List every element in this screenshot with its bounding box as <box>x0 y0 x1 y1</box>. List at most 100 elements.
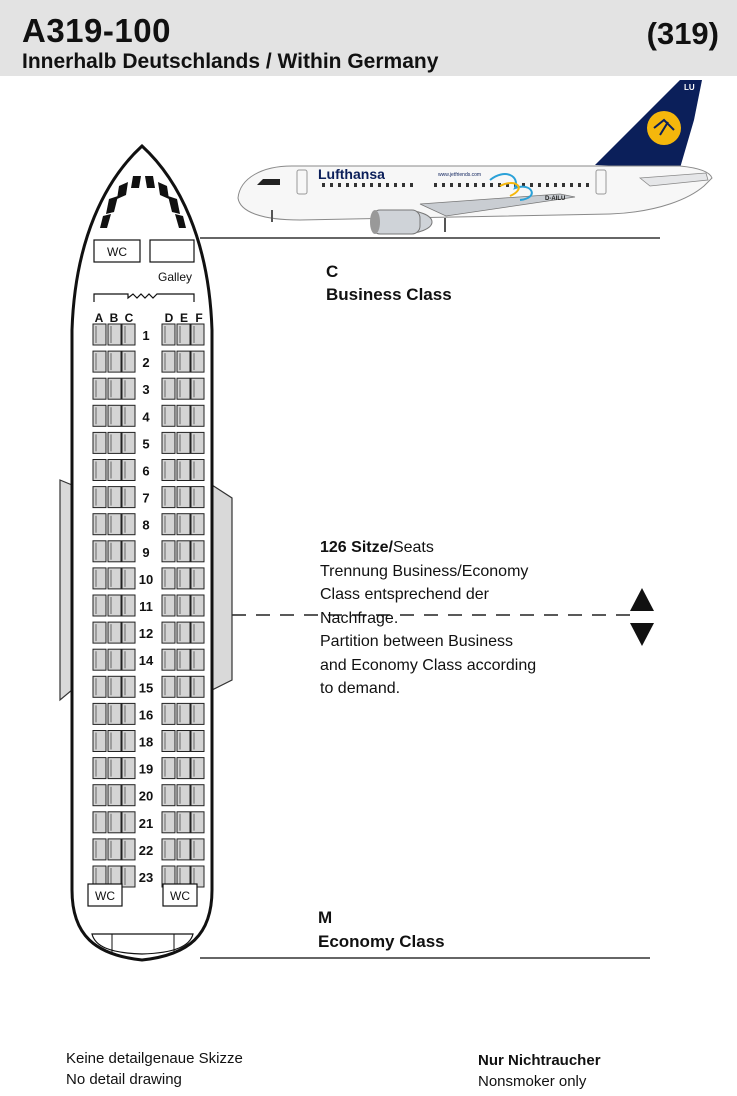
seat <box>161 377 176 400</box>
rear-wc-left-label: WC <box>95 889 115 903</box>
seat <box>107 675 122 698</box>
seat <box>121 838 136 861</box>
row-number-label: 5 <box>142 436 149 451</box>
row-number-label: 19 <box>139 762 153 777</box>
seat <box>190 404 205 427</box>
seat <box>190 621 205 644</box>
info-line: Nachfrage. <box>320 609 399 627</box>
seat-info-block: 126 Sitze/Seats Trennung Business/Econom… <box>320 536 536 701</box>
seat <box>176 702 191 725</box>
seat <box>92 702 107 725</box>
row-number-label: 16 <box>139 707 153 722</box>
info-line: to demand. <box>320 680 401 697</box>
rear-wc-left-box <box>87 883 123 907</box>
seat-row: 10 <box>92 567 205 590</box>
seat <box>107 621 122 644</box>
row-number-label: 1 <box>142 328 149 343</box>
seat <box>107 459 122 481</box>
seat <box>92 838 107 861</box>
seat <box>121 811 136 834</box>
seat <box>190 757 205 780</box>
seat <box>107 377 122 400</box>
seat <box>121 784 136 807</box>
seat <box>92 648 107 671</box>
seat <box>92 486 107 509</box>
seat <box>107 594 122 617</box>
route-subtitle: Innerhalb Deutschlands / Within Germany <box>22 50 439 73</box>
seat-row: 1 <box>92 323 205 346</box>
row-number-label: 10 <box>139 572 153 587</box>
seat-row: 22 <box>92 838 205 861</box>
curtain-divider <box>93 293 195 302</box>
seat <box>92 540 107 563</box>
row-number-label: 6 <box>142 464 149 479</box>
right-wing-stub <box>211 483 233 691</box>
seat <box>92 784 107 807</box>
seat <box>107 811 122 834</box>
smoking-policy-german: Nur Nichtraucher <box>478 1052 601 1069</box>
seat <box>176 404 191 427</box>
seat <box>161 486 176 509</box>
seat <box>161 540 176 563</box>
seat <box>176 459 191 481</box>
seat <box>161 567 176 590</box>
seat <box>190 323 205 346</box>
header-bar: A319-100 Innerhalb Deutschlands / Within… <box>0 0 737 76</box>
seat <box>190 648 205 671</box>
seat <box>107 404 122 427</box>
front-wc-box <box>93 239 141 263</box>
seat-row: 3 <box>92 377 205 400</box>
rear-wc-right-label: WC <box>170 889 190 903</box>
row-number-label: 7 <box>142 491 149 506</box>
seat-row: 19 <box>92 757 205 780</box>
row-number-label: 9 <box>142 545 149 560</box>
seat <box>92 377 107 400</box>
seat <box>121 702 136 725</box>
seat <box>176 377 191 400</box>
column-label-a: A <box>95 311 104 325</box>
seat <box>176 350 191 373</box>
aircraft-fuselage <box>237 165 713 221</box>
seat <box>190 784 205 807</box>
seat <box>107 540 122 563</box>
seat <box>121 513 136 536</box>
seat <box>190 811 205 834</box>
seat-count-word: Seats <box>392 539 434 556</box>
seat <box>176 648 191 671</box>
seat <box>190 377 205 400</box>
seat <box>190 675 205 698</box>
galley-label: Galley <box>158 270 192 284</box>
row-number-label: 2 <box>142 355 149 370</box>
seat <box>92 811 107 834</box>
seat <box>161 513 176 536</box>
seat <box>107 757 122 780</box>
seat <box>161 730 176 752</box>
seat <box>176 323 191 346</box>
seat <box>161 811 176 834</box>
seat <box>121 323 136 346</box>
seat <box>176 621 191 644</box>
seat <box>107 702 122 725</box>
front-wc-label: WC <box>107 245 127 259</box>
seat <box>107 513 122 536</box>
seat-row: 2 <box>92 350 205 373</box>
column-label-c: C <box>125 311 134 325</box>
business-class-code: C <box>326 262 339 281</box>
seat-row: 11 <box>92 594 205 617</box>
row-number-label: 20 <box>139 789 153 804</box>
disclaimer-block: Keine detailgenaue Skizze No detail draw… <box>66 1048 243 1090</box>
business-class-name: Business Class <box>326 285 452 304</box>
seat <box>92 594 107 617</box>
row-number-label: 3 <box>142 382 149 397</box>
seat <box>107 838 122 861</box>
website-label: www.jetfriends.com <box>438 172 481 178</box>
seat <box>161 757 176 780</box>
seat <box>107 730 122 752</box>
rear-galley-box <box>91 933 194 955</box>
seat <box>92 757 107 780</box>
seat <box>176 513 191 536</box>
column-label-f: F <box>195 311 202 325</box>
seat <box>176 757 191 780</box>
